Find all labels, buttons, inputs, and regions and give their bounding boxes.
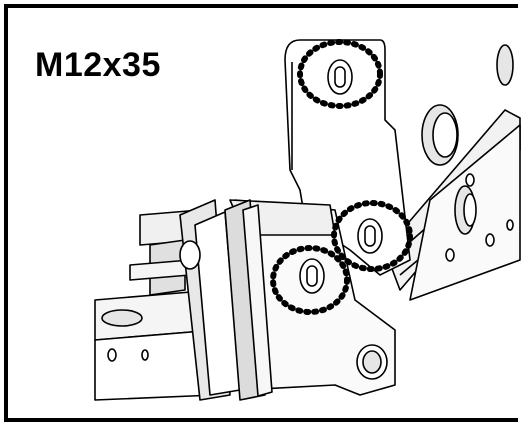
bolt-slots bbox=[299, 59, 383, 294]
fastener-size-label: M12x35 bbox=[35, 46, 161, 84]
callout-circle-lower bbox=[270, 245, 350, 315]
bolt-callouts bbox=[270, 39, 413, 315]
callout-circle-middle bbox=[331, 200, 413, 272]
knurled-knob-top bbox=[421, 44, 514, 235]
bolt-slot-middle bbox=[357, 218, 383, 254]
lower-mounting-plate bbox=[179, 199, 396, 401]
bolt-slot-top bbox=[327, 59, 353, 95]
callout-circle-top bbox=[297, 39, 383, 109]
bolt-slot-lower bbox=[299, 258, 325, 294]
